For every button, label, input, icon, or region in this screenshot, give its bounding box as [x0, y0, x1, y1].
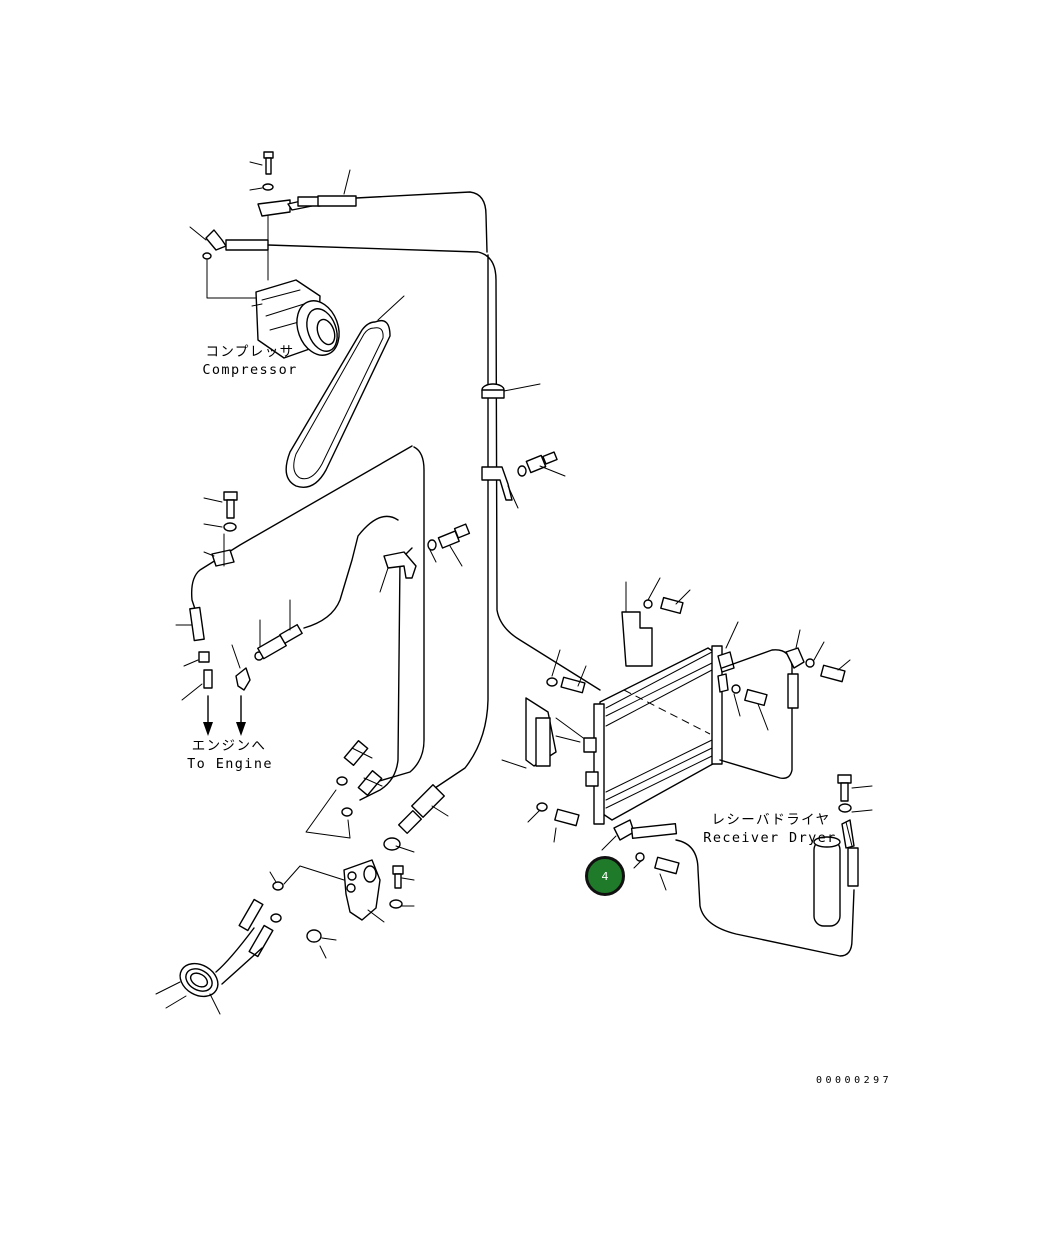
- hose-to-engine-c: [303, 515, 399, 629]
- top-washer: [249, 183, 274, 191]
- lower-hose-elbow: [189, 226, 269, 299]
- small-fittings-left: [238, 871, 327, 959]
- mount-bracket: [283, 837, 415, 943]
- condenser: [593, 645, 723, 825]
- condenser-bolt-lower: [527, 802, 580, 843]
- middle-clamp: [379, 523, 471, 593]
- engine-arrow-right: [236, 695, 246, 736]
- lower-fittings: [305, 740, 449, 839]
- grommet: [155, 962, 221, 1015]
- hose-suction: [355, 191, 488, 253]
- hose-to-condenser-lower: [215, 927, 263, 985]
- upper-hose-bracket: [257, 169, 357, 281]
- v-belt: [285, 295, 405, 488]
- hose-to-engine-b: [190, 445, 413, 613]
- part-callout-4[interactable]: 4: [585, 856, 625, 896]
- hose-clamp-1: [481, 383, 541, 399]
- hose-to-engine-a: [375, 446, 425, 783]
- compressor-label-en: Compressor: [202, 362, 298, 378]
- engine-label-jp: エンジンへ: [191, 738, 267, 754]
- receiver-dryer-label-jp: レシーバドライヤ: [711, 812, 831, 828]
- engine-label-en: To Engine: [187, 756, 273, 772]
- condenser-bracket-top: [621, 577, 691, 667]
- condenser-bracket-left: [501, 649, 599, 787]
- hose-discharge: [267, 244, 601, 691]
- hose-condenser-to-receiver: [719, 649, 793, 780]
- hose-discharge-2: [431, 254, 489, 791]
- hose-clamp-2: [481, 451, 566, 509]
- compressor: [251, 279, 340, 359]
- left-fitting-1: [175, 606, 213, 701]
- receiver-fitting-lower: [601, 819, 680, 891]
- condenser-bracket-right: [717, 621, 769, 731]
- receiver-dryer-label-en: Receiver Dryer: [703, 830, 837, 846]
- left-bolt: [203, 491, 238, 532]
- left-clamp: [203, 533, 235, 567]
- receiver-bolt: [837, 774, 873, 813]
- hose-receiver-outlet: [675, 839, 855, 957]
- part-callout-number: 4: [601, 869, 609, 883]
- drawing-number: 00000297: [816, 1075, 893, 1086]
- engine-arrow-left: [203, 695, 213, 736]
- compressor-label-jp: コンプレッサ: [205, 344, 295, 360]
- hose-to-engine-d: [359, 547, 413, 801]
- receiver-fitting-top: [785, 629, 851, 709]
- left-fitting-2: [231, 599, 303, 691]
- top-bolt: [249, 151, 274, 175]
- receiver-dryer: [813, 819, 859, 927]
